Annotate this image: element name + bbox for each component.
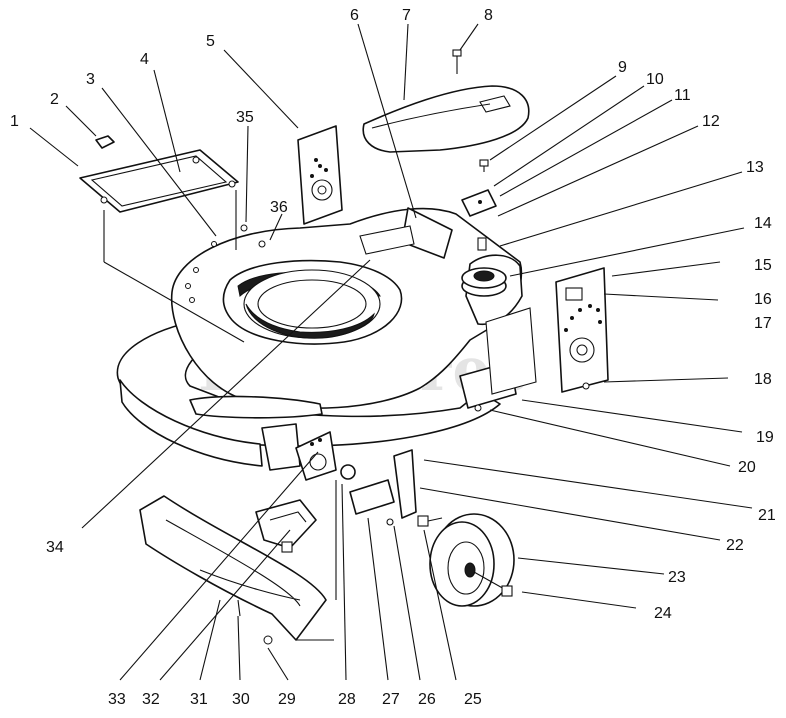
callout-15: 15: [754, 257, 772, 274]
pulley-assembly: [461, 267, 507, 297]
callout-33: 33: [108, 691, 126, 708]
adjust-lever: [393, 449, 417, 519]
callout-1: 1: [10, 113, 19, 130]
nut: [95, 135, 115, 149]
bolt-8: [452, 49, 462, 74]
callout-29: 29: [278, 691, 296, 708]
callout-9: 9: [618, 59, 627, 76]
callout-31: 31: [190, 691, 208, 708]
callout-32: 32: [142, 691, 160, 708]
washer-28: [340, 464, 356, 480]
callout-4: 4: [140, 51, 149, 68]
callout-13: 13: [746, 159, 764, 176]
screw-18: [582, 382, 590, 390]
callout-24: 24: [654, 605, 672, 622]
callout-25: 25: [464, 691, 482, 708]
callout-34: 34: [46, 539, 64, 556]
callout-23: 23: [668, 569, 686, 586]
height-adjust-plate-right: [555, 267, 609, 393]
callout-18: 18: [754, 371, 772, 388]
screw-36: [258, 240, 266, 248]
height-adjust-bracket-front: [295, 431, 337, 481]
callout-28: 28: [338, 691, 356, 708]
callout-19: 19: [756, 429, 774, 446]
callout-7: 7: [402, 7, 411, 24]
callout-3: 3: [86, 71, 95, 88]
rear-skirt: [139, 495, 327, 641]
callout-14: 14: [754, 215, 772, 232]
callout-20: 20: [738, 459, 756, 476]
callout-22: 22: [726, 537, 744, 554]
rear-cover: [362, 85, 530, 153]
screw-35: [240, 224, 248, 232]
mower-deck: [116, 207, 523, 471]
nut-20: [474, 404, 482, 412]
callout-35: 35: [236, 109, 254, 126]
leader-lines: [29, 23, 753, 681]
callout-8: 8: [484, 7, 493, 24]
pivot-arm: [349, 479, 395, 515]
callout-36: 36: [270, 199, 288, 216]
screw-12: [477, 237, 487, 251]
discharge-deflector: [255, 499, 317, 553]
callout-27: 27: [382, 691, 400, 708]
callout-2: 2: [50, 91, 59, 108]
callout-11: 11: [674, 87, 691, 104]
callout-12: 12: [702, 113, 720, 130]
pivot-bracket: [461, 159, 497, 217]
callout-6: 6: [350, 7, 359, 24]
washer-26: [386, 518, 394, 526]
height-adjust-bracket-rear: [297, 125, 343, 225]
callout-5: 5: [206, 33, 215, 50]
baffle-plate: [79, 149, 239, 213]
callout-labels: 1 2 3 4 5 6 7 8 9 10 11 12 13 14 15 16 1…: [10, 7, 776, 708]
screw-30: [237, 599, 241, 617]
callout-16: 16: [754, 291, 772, 308]
wheel: [429, 513, 515, 607]
callout-17: 17: [754, 315, 772, 332]
phantom-lines: [103, 190, 337, 641]
callout-10: 10: [646, 71, 664, 88]
mounting-plate: [485, 307, 537, 395]
callout-30: 30: [232, 691, 250, 708]
nut-29: [263, 635, 273, 645]
wheel-bolt: [417, 515, 443, 527]
callout-21: 21: [758, 507, 776, 524]
callout-26: 26: [418, 691, 436, 708]
